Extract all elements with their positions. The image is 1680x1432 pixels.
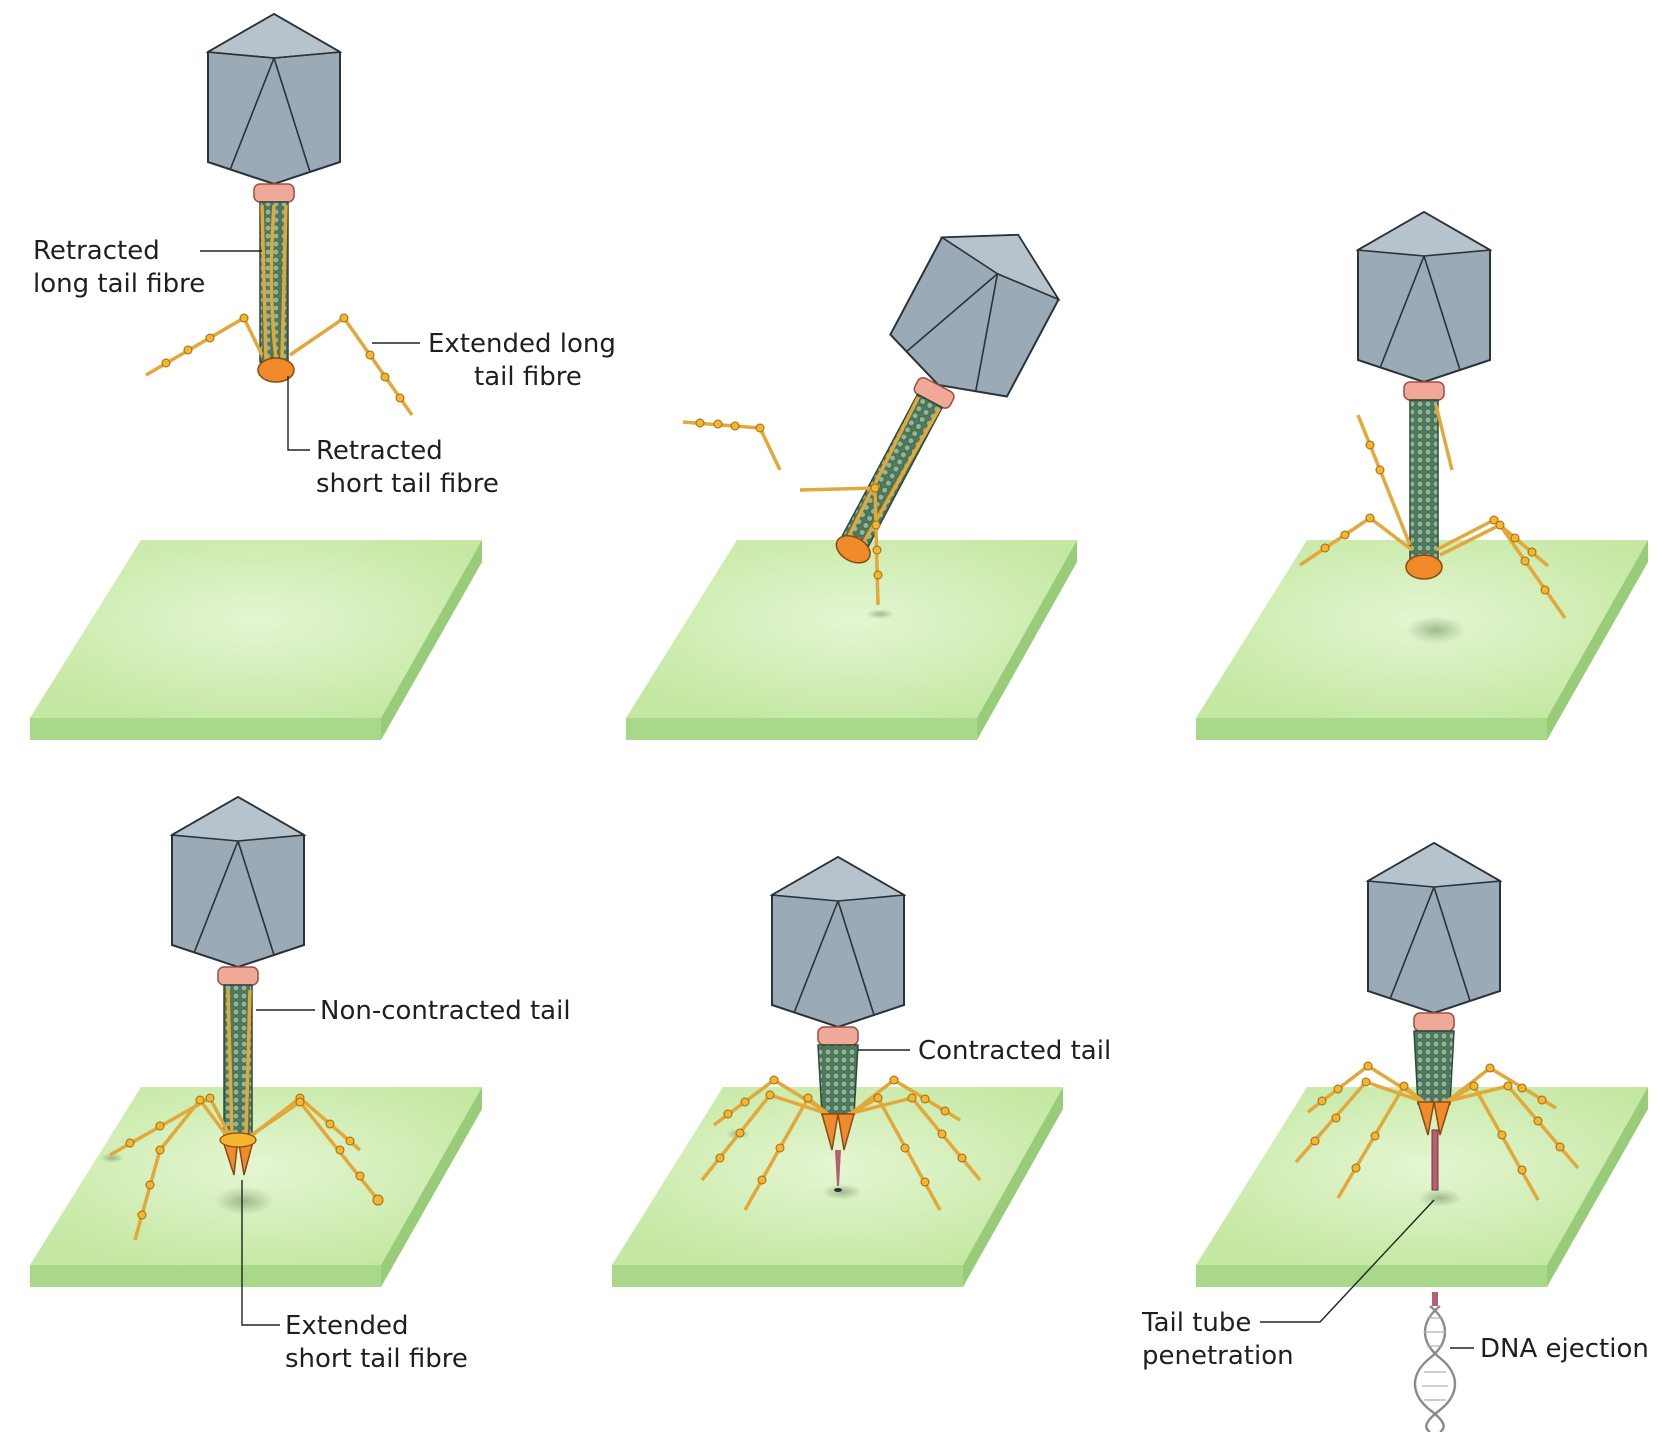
surface-shadows — [100, 609, 1466, 1215]
phage-stage-4 — [109, 795, 384, 1241]
surface-panel-2 — [626, 540, 1077, 740]
baseplate-1 — [257, 357, 295, 383]
capsid-2 — [889, 233, 1061, 398]
label-tail-tube-1: Tail tube — [1141, 1308, 1251, 1338]
label-dna-ejection: DNA ejection — [1480, 1334, 1649, 1364]
label-retracted-short-1: Retracted — [316, 436, 443, 466]
label-extended-long-1: Extended long — [428, 329, 616, 359]
labels: Retracted long tail fibre Extended long … — [33, 236, 1649, 1374]
phage-stage-1 — [145, 12, 414, 417]
capsid-1 — [205, 12, 343, 186]
retracted-long-fibres-1 — [260, 204, 288, 361]
label-retracted-long-1: Retracted — [33, 236, 160, 266]
baseplate-4 — [219, 1132, 257, 1176]
leader-lines — [200, 250, 1474, 1349]
label-retracted-short-2: short tail fibre — [316, 469, 499, 499]
fibre-joints-2 — [695, 418, 883, 580]
phage-stage-3 — [1299, 210, 1567, 620]
fibre-joints-1 — [161, 313, 405, 403]
label-tail-tube-2: penetration — [1142, 1341, 1294, 1371]
label-non-contracted-tail: Non-contracted tail — [320, 996, 571, 1026]
surface-panel-6 — [1196, 1087, 1648, 1287]
phage-stage-6 — [1294, 841, 1580, 1432]
capsid-5 — [769, 855, 907, 1029]
label-extended-short-1: Extended — [285, 1311, 409, 1341]
label-extended-short-2: short tail fibre — [285, 1344, 468, 1374]
label-retracted-long-2: long tail fibre — [33, 269, 205, 299]
surface-panel-1 — [30, 540, 482, 740]
collar-1 — [253, 183, 295, 203]
surface-panel-4 — [30, 1087, 482, 1287]
phage-stage-5 — [700, 855, 982, 1211]
capsid-3 — [1355, 210, 1493, 384]
capsid-6 — [1365, 841, 1503, 1015]
label-contracted-tail: Contracted tail — [918, 1036, 1111, 1066]
capsid-4 — [169, 795, 307, 969]
label-extended-long-2: tail fibre — [474, 362, 582, 392]
phage-stage-2 — [835, 233, 1061, 564]
dna-helix — [1413, 1305, 1457, 1432]
